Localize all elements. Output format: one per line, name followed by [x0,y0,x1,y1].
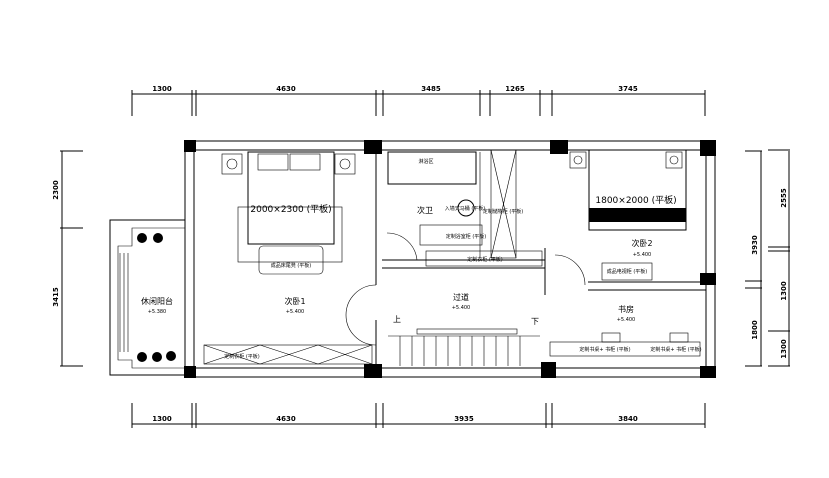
level-bedroom-1: +5.400 [286,309,305,315]
level-corridor: +5.400 [452,305,471,311]
lamp-icon [221,153,356,175]
desk-1-label: 定制书桌+ 书柜 (平板) [579,346,630,353]
dim-bottom-4: 3840 [618,415,638,423]
toilet-label: 入墙式马桶 (平板) [445,205,486,212]
bathroom: 淋浴区 次卫 入墙式马桶 (平板) 定制浴室柜 (平板) [386,151,487,261]
plant-icon [137,233,176,362]
dim-left-2: 3415 [52,287,60,307]
dim-top-4: 1265 [505,85,525,93]
level-bedroom-2: +5.400 [633,252,652,258]
dimension-top: 1300 4630 3485 1265 3745 [131,85,706,116]
dim-bottom-3: 3935 [454,415,474,423]
dim-top-3: 3485 [421,85,441,93]
corridor: 过道 +5.400 上 下 [388,292,540,366]
dimension-left: 2300 3415 [52,150,83,367]
bedroom-2: 1800×2000 (平板) 次卧2 +5.400 成品电视柜 (平板) [554,149,687,286]
sofa-1-label: 成品床尾凳 (平板) [271,262,312,269]
wardrobe-1-label: 定制衣柜 (平板) [224,353,260,360]
dim-bottom-2: 4630 [276,415,296,423]
dim-top-5: 3745 [618,85,638,93]
door-swing [345,284,377,346]
bed-1 [247,151,335,245]
dim-left-1: 2300 [52,180,60,200]
room-label-bathroom: 次卫 [417,205,433,215]
dim-right-outer-3: 1300 [780,339,788,359]
room-label-study: 书房 [618,304,634,314]
tv-cabinet-label: 成品电视柜 (平板) [607,268,648,275]
storage: 定制储物柜 (平板) 定制衣柜 (平板) [425,149,543,267]
room-label-bedroom-1: 次卧1 [284,296,305,306]
bed-2-size: 1800×2000 (平板) [595,194,676,206]
desk-2-label: 定制书桌+ 书柜 (平板) [650,346,701,353]
dimension-bottom: 1300 4630 3935 3840 [131,403,706,428]
dim-right-outer-1: 2555 [780,188,788,208]
stair-up-label: 上 [393,315,401,324]
level-balcony: +5.380 [148,309,167,315]
staircase [388,335,540,366]
room-label-corridor: 过道 [453,292,469,302]
bed-2 [588,149,687,231]
dim-right-outer-2: 1300 [780,281,788,301]
room-label-bedroom-2: 次卧2 [631,238,652,248]
balcony: 休闲阳台 +5.380 [109,219,185,376]
bed-1-size: 2000×2300 (平板) [250,203,331,215]
dim-bottom-1: 1300 [152,415,172,423]
vanity-label: 定制浴室柜 (平板) [446,233,487,240]
cabinet-label: 定制储物柜 (平板) [483,208,524,215]
dimension-right: 3930 1800 2555 1300 1300 [745,149,790,367]
dim-right-inner-1: 3930 [751,235,759,255]
lamp-icon [569,151,683,169]
walls [184,140,716,378]
dim-right-inner-2: 1800 [751,320,759,340]
dim-top-1: 1300 [152,85,172,93]
room-label-balcony: 休闲阳台 [141,296,173,306]
level-study: +5.400 [617,317,636,323]
room-label-shower: 淋浴区 [418,158,433,165]
bedroom-1: 2000×2300 (平板) 成品床尾凳 (平板) 次卧1 +5.400 定制衣… [203,151,377,365]
stair-down-label: 下 [531,317,539,326]
wardrobe-2-label: 定制衣柜 (平板) [467,256,503,263]
dim-top-2: 4630 [276,85,296,93]
study: 书房 +5.400 定制书桌+ 书柜 (平板) 定制书桌+ 书柜 (平板) [549,304,702,357]
